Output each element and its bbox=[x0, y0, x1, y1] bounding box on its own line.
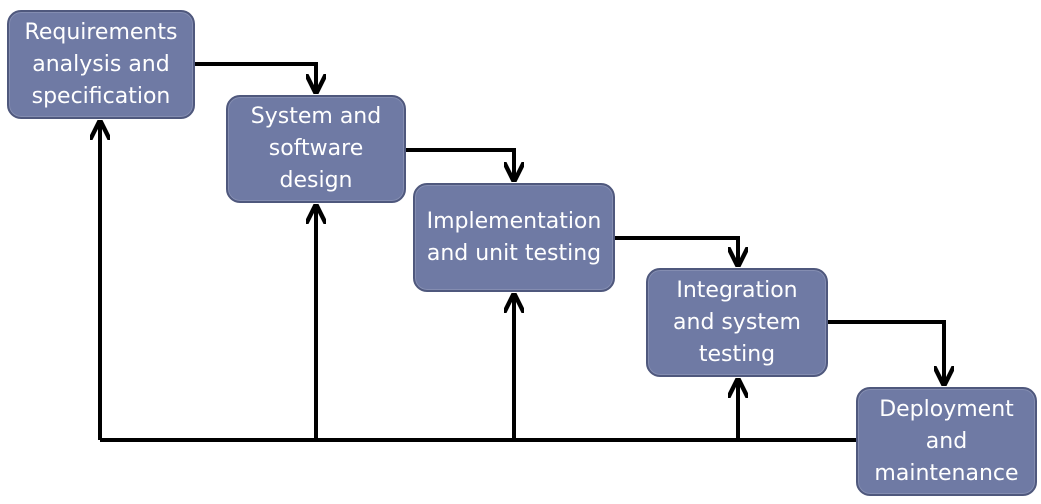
stage-implementation: Implementation and unit testing bbox=[413, 183, 615, 292]
flow-arrow-1-to-2 bbox=[195, 62, 316, 92]
stage-deployment-label: Deployment and maintenance bbox=[874, 396, 1019, 486]
stage-requirements: Requirements analysis and specification bbox=[7, 10, 195, 119]
flow-arrow-4-to-5 bbox=[828, 320, 944, 384]
flow-arrow-3-to-4 bbox=[615, 236, 738, 265]
stage-implementation-label: Implementation and unit testing bbox=[426, 208, 602, 266]
stage-deployment: Deployment and maintenance bbox=[856, 387, 1037, 496]
stage-integration: Integration and system testing bbox=[646, 268, 828, 377]
stage-design-label: System and software design bbox=[250, 104, 382, 193]
stage-design: System and software design bbox=[226, 95, 406, 203]
flow-arrow-2-to-3 bbox=[406, 148, 514, 180]
stage-requirements-label: Requirements analysis and specification bbox=[24, 19, 178, 109]
stage-integration-label: Integration and system testing bbox=[673, 277, 801, 367]
